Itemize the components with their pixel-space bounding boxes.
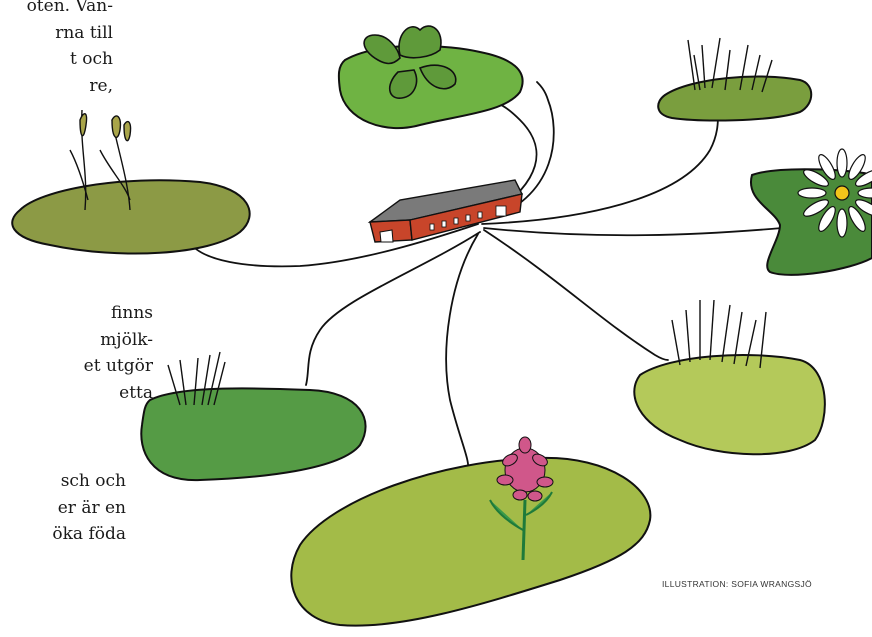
- text-line: er är en: [0, 495, 126, 522]
- patch-red-clover: [291, 437, 650, 626]
- illustration-credit: ILLUSTRATION: SOFIA WRANGSJÖ: [662, 579, 812, 589]
- patch-grass-right: [634, 300, 825, 454]
- patch-grass-left: [141, 352, 365, 480]
- body-text-top: oten. Vän- rna till t och re,: [0, 0, 113, 99]
- text-line: et utgör: [0, 353, 153, 380]
- body-text-middle: finns mjölk- et utgör etta: [0, 300, 153, 406]
- text-line: sch och: [0, 468, 126, 495]
- text-line: etta: [0, 380, 153, 407]
- text-line: oten. Vän-: [0, 0, 113, 20]
- text-line: finns: [0, 300, 153, 327]
- text-line: öka föda: [0, 521, 126, 548]
- barn-icon: [370, 180, 522, 242]
- text-line: mjölk-: [0, 327, 153, 354]
- text-line: rna till: [0, 20, 113, 47]
- patch-daisy: [751, 149, 872, 275]
- body-text-bottom: sch och er är en öka föda: [0, 468, 126, 548]
- text-line: t och: [0, 46, 113, 73]
- patch-reeds: [12, 110, 249, 254]
- text-line: re,: [0, 73, 113, 100]
- patch-clover-leaf: [339, 26, 523, 128]
- patch-grass-top-right: [658, 38, 811, 120]
